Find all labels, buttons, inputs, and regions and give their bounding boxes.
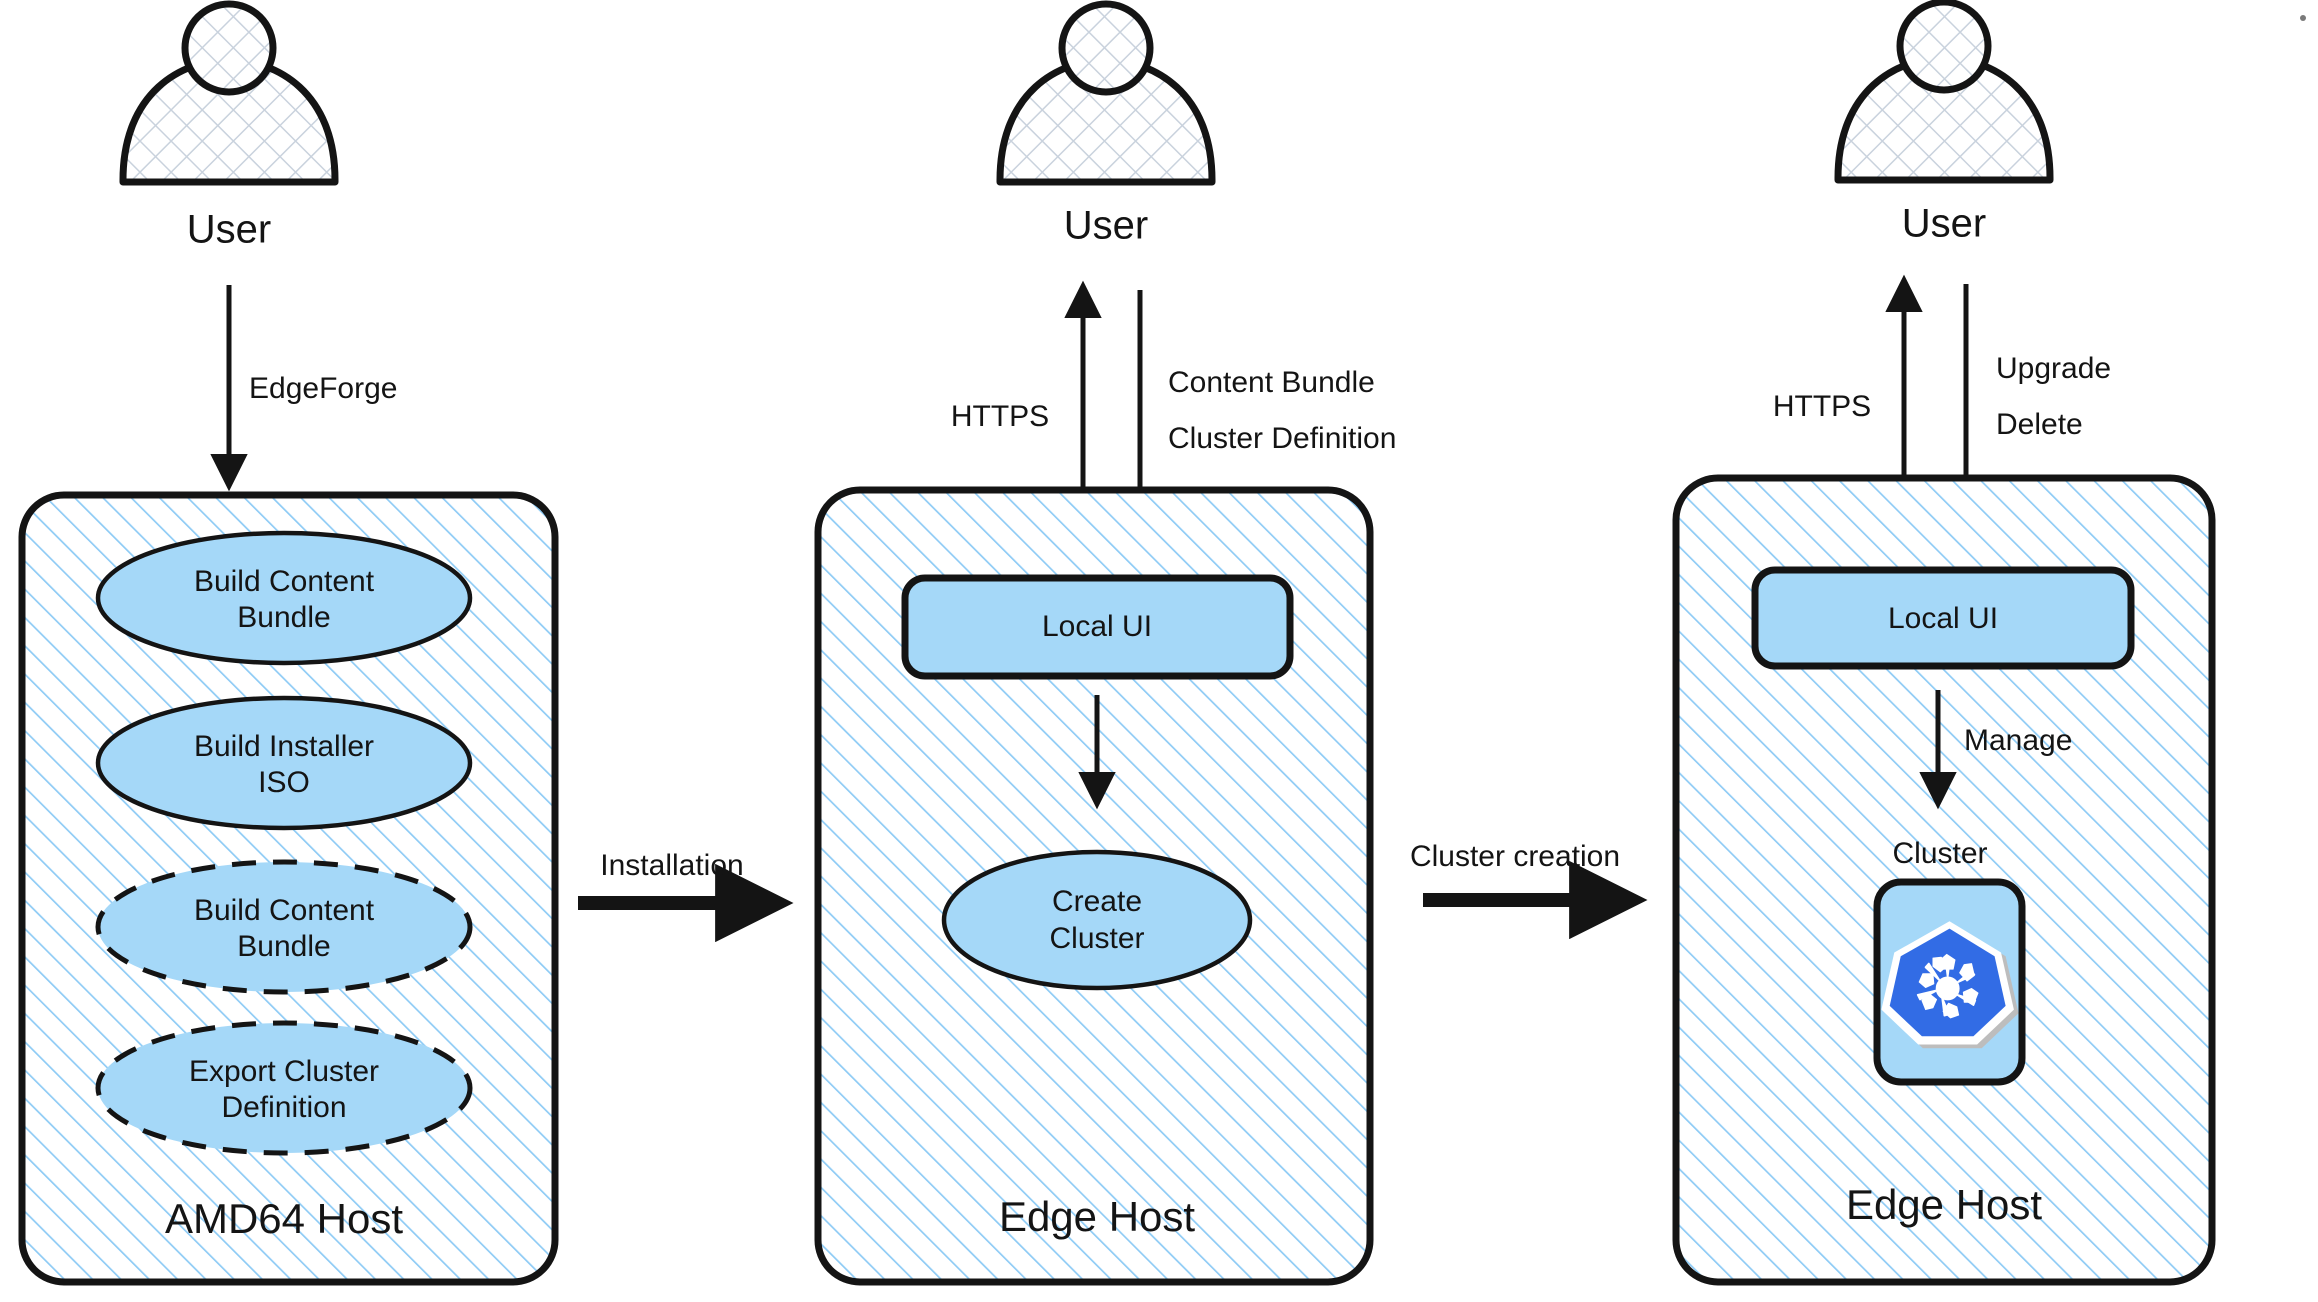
actor-label-1: User <box>187 208 271 252</box>
actor-label-3: User <box>1902 202 1986 246</box>
node-line-2: ISO <box>258 766 310 799</box>
node-line-1: Export Cluster <box>189 1055 379 1088</box>
node-line-2: Bundle <box>237 930 330 963</box>
node-line-1: Build Content <box>194 894 375 927</box>
edgeforge-edge-label: EdgeForge <box>249 372 397 405</box>
stage-3-group: User HTTPS Upgrade Delete Local UI Manag… <box>1672 0 2216 1286</box>
container-label-edge-host-2: Edge Host <box>1846 1181 2042 1228</box>
node-line-2: Bundle <box>237 601 330 634</box>
user-actor-icon <box>996 0 1216 186</box>
node-line-1: Build Installer <box>194 730 374 763</box>
user-actor-icon <box>1834 0 2054 184</box>
node-local-ui-1-label: Local UI <box>1042 610 1152 643</box>
content-bundle-edge-label: Content Bundle <box>1168 366 1375 399</box>
node-line-2: Cluster <box>1049 922 1144 955</box>
user-actor-icon <box>119 0 339 186</box>
container-label-amd64-host: AMD64 Host <box>165 1195 403 1242</box>
cluster-creation-connector: Cluster creation <box>1410 840 1648 940</box>
cluster-node-caption: Cluster <box>1892 837 1987 870</box>
node-local-ui-2-label: Local UI <box>1888 602 1998 635</box>
node-build-content-bundle-2[interactable]: Build Content Bundle <box>95 859 473 995</box>
upgrade-edge-label: Upgrade <box>1996 352 2111 385</box>
node-build-installer-iso[interactable]: Build Installer ISO <box>95 695 473 831</box>
delete-edge-label: Delete <box>1996 408 2083 441</box>
kubernetes-icon <box>1881 921 2019 1049</box>
https-edge-label-1: HTTPS <box>951 400 1049 433</box>
node-export-cluster-definition[interactable]: Export Cluster Definition <box>95 1020 473 1156</box>
container-label-edge-host-1: Edge Host <box>999 1193 1195 1240</box>
cluster-definition-edge-label: Cluster Definition <box>1168 422 1396 455</box>
node-line-2: Definition <box>221 1091 346 1124</box>
node-line-1: Build Content <box>194 565 375 598</box>
installation-connector: Installation <box>578 849 794 943</box>
installation-connector-label: Installation <box>600 849 743 882</box>
actor-label-2: User <box>1064 204 1148 248</box>
corner-dot-artifact <box>2300 15 2306 21</box>
stage-2-group: User HTTPS Content Bundle Cluster Defini… <box>814 0 1396 1286</box>
node-build-content-bundle-1[interactable]: Build Content Bundle <box>95 530 473 666</box>
node-create-cluster[interactable]: Create Cluster <box>941 849 1253 991</box>
stage-1-group: User EdgeForge Build Content Bundle Buil… <box>18 0 559 1286</box>
node-line-1: Create <box>1052 885 1142 918</box>
cluster-creation-connector-label: Cluster creation <box>1410 840 1620 873</box>
node-cluster[interactable] <box>1873 878 2026 1086</box>
https-edge-label-2: HTTPS <box>1773 390 1871 423</box>
node-local-ui-2[interactable]: Local UI <box>1751 566 2135 670</box>
manage-edge-label: Manage <box>1964 724 2072 757</box>
node-local-ui-1[interactable]: Local UI <box>901 574 1294 680</box>
